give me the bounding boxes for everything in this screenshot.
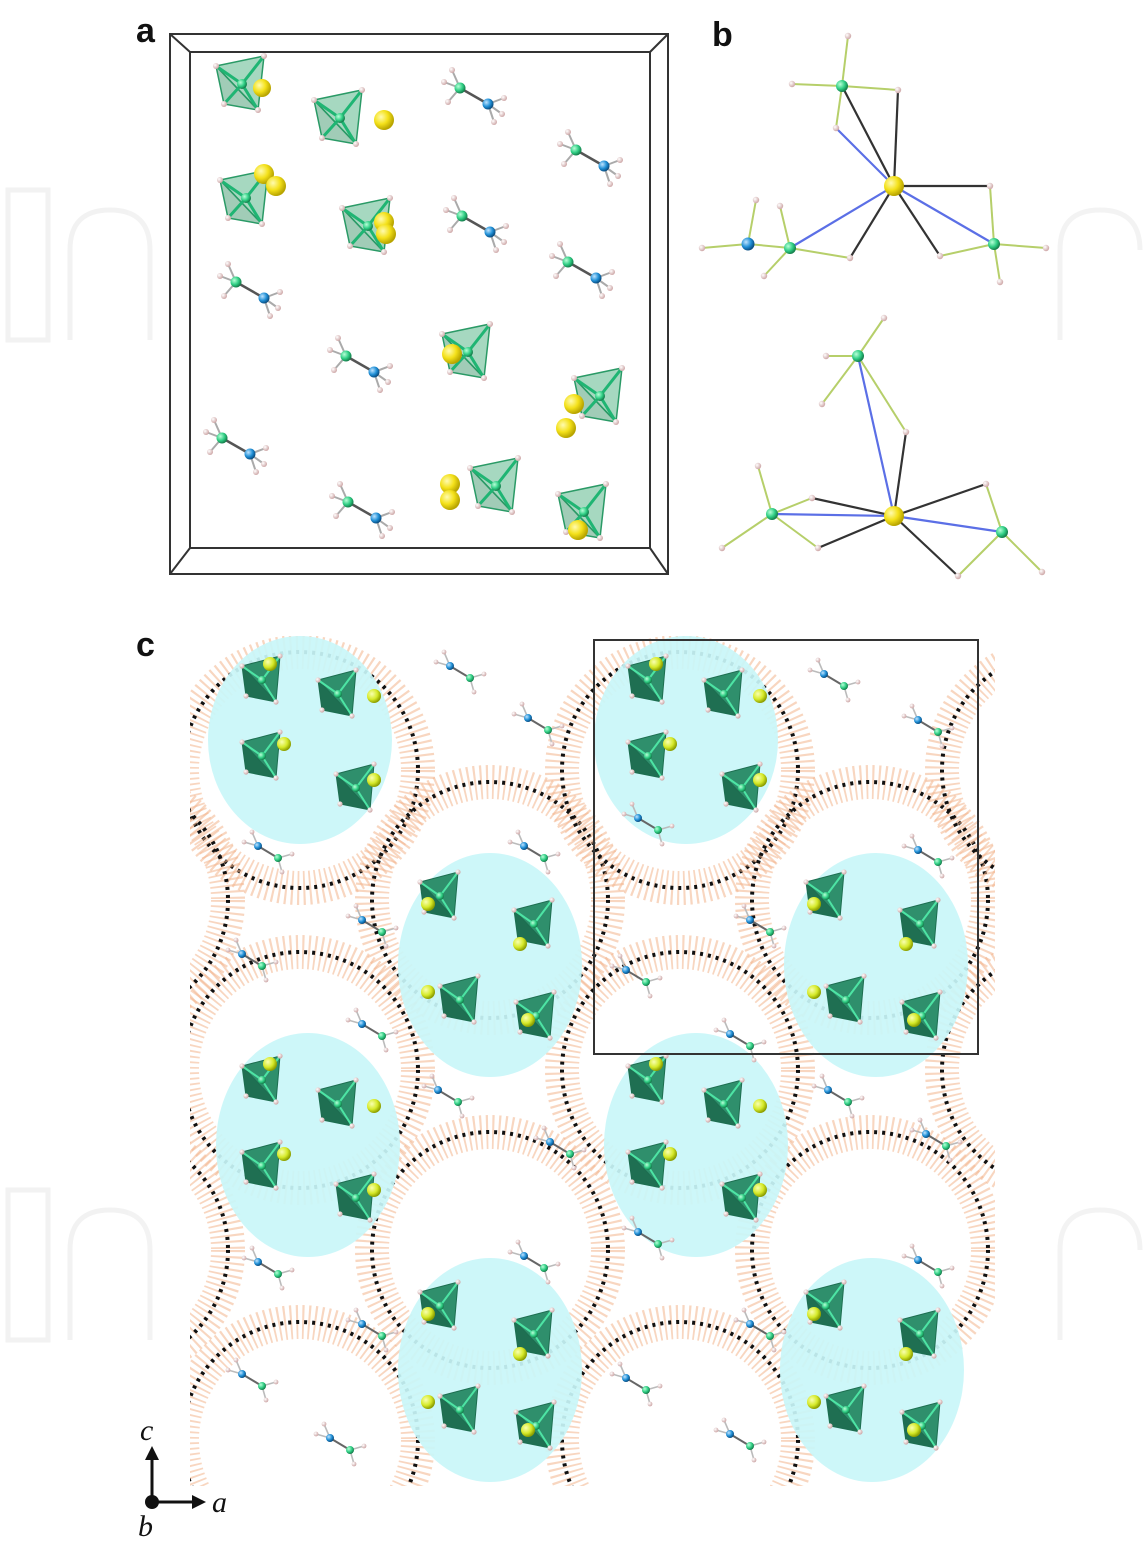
ellipse-layer	[208, 636, 968, 1482]
watermark	[5, 187, 1143, 1343]
axis-label-a: a	[212, 1486, 227, 1519]
panel-a-molecules	[201, 51, 627, 543]
panel-label-c: c	[136, 626, 155, 664]
axis-label-c: c	[140, 1414, 153, 1447]
panel-c	[0, 636, 1143, 1543]
tetrahedra-c	[238, 652, 944, 1452]
unit-cell-c	[593, 639, 979, 1055]
axes-indicator: c a b	[138, 1414, 227, 1543]
tetrahedron-group	[211, 51, 627, 543]
panel-label-b: b	[712, 16, 733, 54]
panel-b-top	[698, 32, 1050, 286]
panel-b-bottom	[718, 314, 1046, 580]
panel-a-unit-cell	[169, 33, 669, 575]
panel-label-a: a	[136, 12, 155, 50]
axis-label-b: b	[138, 1510, 153, 1543]
